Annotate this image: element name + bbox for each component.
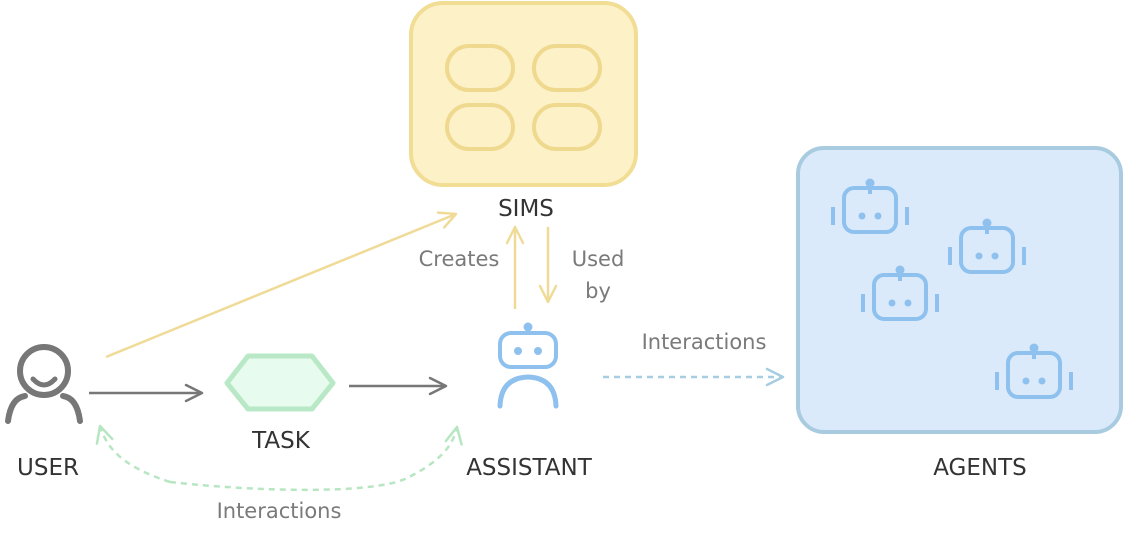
- task-hexagon-icon: [224, 353, 336, 412]
- agents-node: [796, 146, 1123, 434]
- creates-label: Creates: [419, 247, 500, 271]
- interactions-user-label: Interactions: [217, 499, 342, 523]
- user-to-sims-arrow: [105, 211, 458, 359]
- agent-robot-icon: [831, 178, 909, 234]
- agent-robot-icon: [995, 343, 1073, 399]
- sims-box: [409, 1, 638, 187]
- assistant-robot-icon: [497, 322, 559, 409]
- user-label: USER: [17, 455, 79, 481]
- task-label: TASK: [251, 428, 311, 454]
- sims-label: SIMS: [498, 196, 554, 222]
- user-icon: [5, 344, 83, 424]
- agents-label: AGENTS: [933, 455, 1027, 481]
- agent-robot-icon: [948, 218, 1026, 274]
- sims-tile-2: [532, 44, 602, 92]
- used-by-label-line2: by: [585, 279, 611, 303]
- agent-robot-icon: [861, 265, 939, 321]
- sims-tile-1: [445, 44, 515, 92]
- sims-tile-3: [445, 103, 515, 151]
- used-by-label-line1: Used: [572, 247, 625, 271]
- user-assistant-interaction-arc: [95, 424, 463, 492]
- assistant-label: ASSISTANT: [466, 455, 593, 481]
- interactions-agents-label: Interactions: [642, 330, 767, 354]
- sims-node: [409, 1, 638, 187]
- sims-tile-4: [532, 103, 602, 151]
